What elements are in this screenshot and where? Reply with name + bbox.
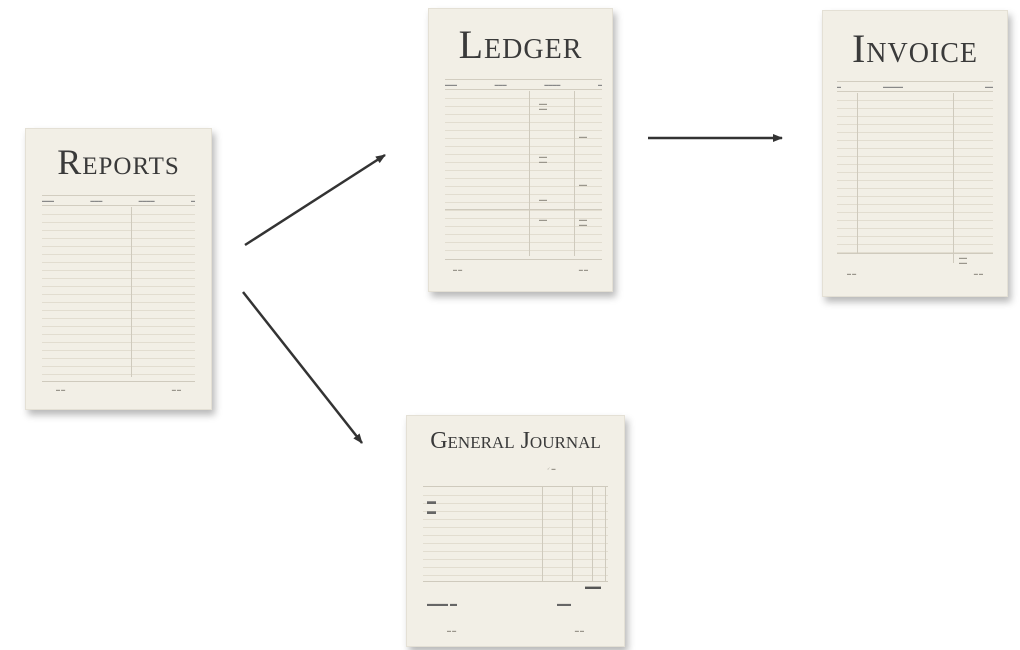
ledger-ruled-lines [445,91,602,251]
ledger-entry-6: ▬▬ [539,217,547,222]
ledger-footer-mark-left: ▬ ▬ [453,267,463,272]
journal-footer-mark-right: ▬ ▬ [574,628,584,633]
journal-total-mark: ▬▬ [585,582,601,591]
journal-signature-mark: ▬▬▬ ▬ [427,601,457,608]
reports-document: Reports ▬▬▬▬▬▬▬▬▬▬▬ ▬ ▬ ▬ ▬ [25,128,212,410]
reports-column-divider [131,207,132,377]
journal-top-rule [423,486,608,487]
ledger-document: Ledger ▬▬▬▬▬▬▬▬▬▬▬ ▬▬▬▬ ▬▬ ▬▬▬▬ ▬▬ ▬▬ ▬▬… [428,8,613,292]
ledger-column-divider-2 [574,91,575,256]
invoice-column-header: ▬▬▬▬▬▬▬▬ [837,81,993,92]
invoice-document: Invoice ▬▬▬▬▬▬▬▬ ▬▬▬▬ ▬ ▬ ▬ ▬ [822,10,1008,297]
reports-footer-mark-right: ▬ ▬ [171,387,181,392]
ledger-entry-2: ▬▬ [579,134,587,139]
invoice-total-marks: ▬▬▬▬ [959,255,967,265]
general-journal-document: General Journal ✓ ▬ ▬▬ ▬▬ ▬▬▬ ▬ ▬▬ ▬ ▬ ▬… [406,415,625,647]
invoice-column-divider-2 [953,93,954,263]
invoice-column-divider-1 [857,93,858,253]
invoice-total-rule [837,253,993,254]
invoice-title: Invoice [851,26,979,71]
reports-ruled-lines [42,207,195,377]
arrow-reports-to-ledger [244,153,386,247]
journal-column-divider-2 [572,486,573,581]
arrow-reports-to-journal [242,291,363,444]
reports-footer-mark-left: ▬ ▬ [56,387,66,392]
journal-bottom-rule [423,581,608,582]
reports-footer-rule [42,381,195,382]
reports-column-header: ▬▬▬▬▬▬▬▬▬▬▬ [42,195,195,206]
ledger-entry-7: ▬▬▬▬ [579,217,587,227]
journal-column-divider-3 [592,486,593,581]
ledger-section-rule [445,209,602,210]
invoice-footer-mark-left: ▬ ▬ [847,271,857,276]
invoice-footer-mark-right: ▬ ▬ [973,271,983,276]
journal-entry-mark: ▬▬ [427,496,436,516]
ledger-footer-mark-right: ▬ ▬ [578,267,588,272]
ledger-entry-4: ▬▬ [579,182,587,187]
ledger-column-divider-1 [529,91,530,256]
ledger-entry-3: ▬▬▬▬ [539,154,547,164]
ledger-entry-1: ▬▬▬▬ [539,101,547,111]
reports-title: Reports [57,142,180,182]
journal-amount-mark: ▬▬ [557,601,571,608]
journal-footer-mark-left: ▬ ▬ [447,628,457,633]
ledger-title: Ledger [458,22,583,67]
journal-column-divider-1 [542,486,543,581]
invoice-ruled-lines [837,93,993,253]
journal-column-divider-4 [605,486,606,581]
ledger-column-header: ▬▬▬▬▬▬▬▬▬▬▬ [445,79,602,90]
journal-ruled-lines [423,488,608,576]
ledger-footer-rule [445,259,602,260]
general-journal-title: General Journal [430,428,601,454]
journal-header-mark: ✓ ▬ [547,466,556,471]
ledger-entry-5: ▬▬ [539,197,547,202]
